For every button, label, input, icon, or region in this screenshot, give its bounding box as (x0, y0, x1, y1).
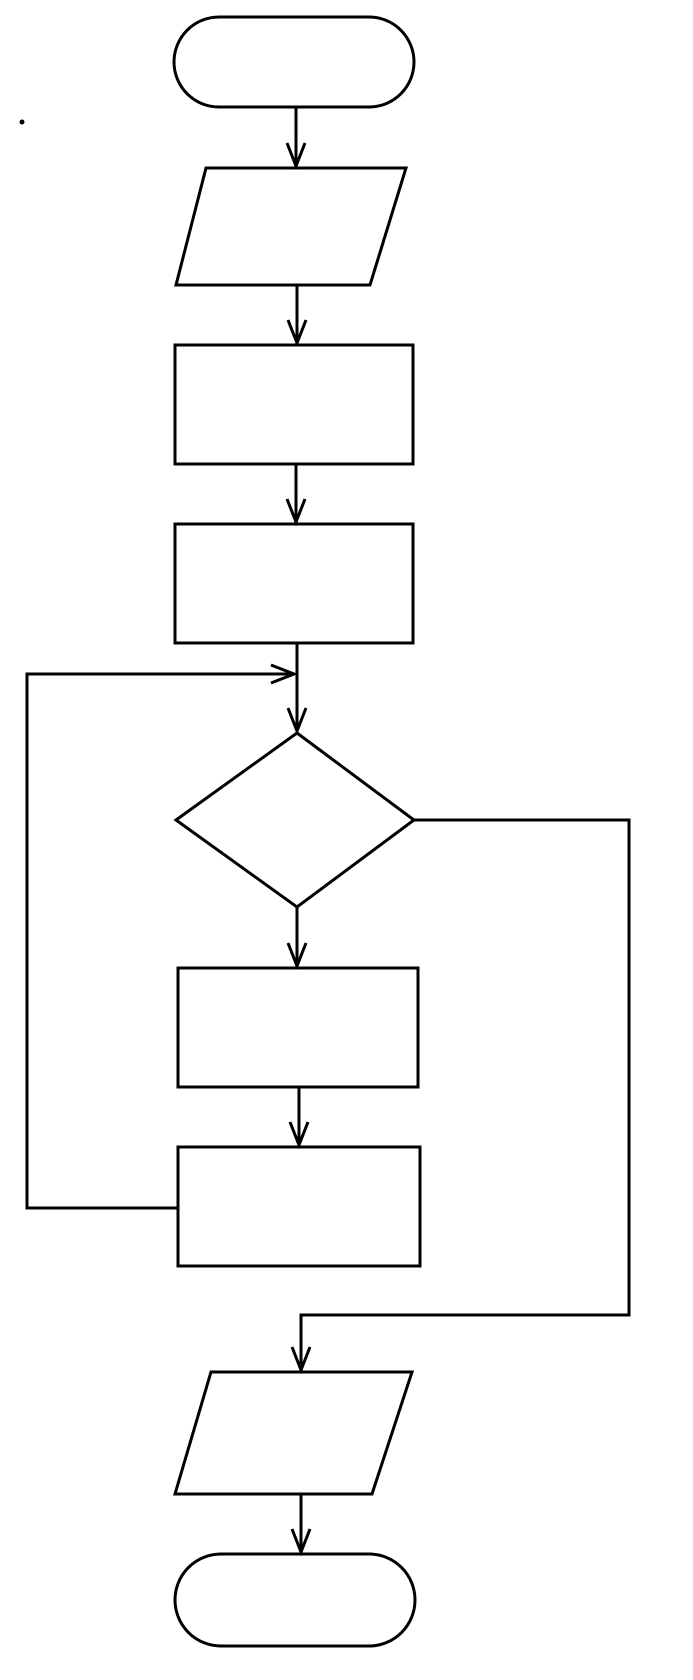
output-parallelogram-shape (172, 1370, 415, 1496)
start-terminator-shape (172, 15, 416, 109)
input-parallelogram-shape (174, 166, 409, 287)
process-1-rectangle-shape (173, 343, 415, 466)
node-output (172, 1370, 415, 1496)
loop-back-line (25, 672, 294, 1210)
node-loop-body-1 (176, 966, 420, 1089)
node-end (173, 1552, 417, 1648)
node-decision (173, 731, 417, 909)
arrow-head-down (286, 319, 308, 348)
exit-line (299, 818, 631, 1370)
edge-decision-to-loop-body-1 (286, 907, 308, 971)
arrow-head-down (290, 1528, 312, 1557)
edge-start-to-input (285, 107, 307, 171)
edge-loop-body-1-to-loop-body-2 (288, 1087, 310, 1150)
arrow-head-right (270, 663, 299, 685)
loop-body-1-rectangle-shape (176, 966, 420, 1089)
arrow-head-down (290, 1346, 312, 1375)
edge-output-to-end (290, 1494, 312, 1557)
node-input (174, 166, 409, 287)
decision-diamond-shape (173, 731, 417, 909)
node-process-1 (173, 343, 415, 466)
process-2-rectangle-shape (173, 522, 415, 645)
node-loop-body-2 (176, 1145, 422, 1268)
arrow-head-down (288, 1121, 310, 1150)
loop-body-2-rectangle-shape (176, 1145, 422, 1268)
edge-decision-exit (290, 818, 631, 1375)
arrow-head-down (285, 142, 307, 171)
arrow-head-down (285, 498, 307, 527)
node-process-2 (173, 522, 415, 645)
edge-loop-back (25, 663, 299, 1210)
end-terminator-shape (173, 1552, 417, 1648)
edge-process-1-to-process-2 (285, 464, 307, 527)
node-start (172, 15, 416, 109)
edge-input-to-process-1 (286, 285, 308, 348)
arrow-head-down (286, 707, 308, 736)
stray-dot (19, 119, 25, 125)
arrow-head-down (286, 942, 308, 971)
edge-process-2-to-decision (286, 643, 308, 736)
